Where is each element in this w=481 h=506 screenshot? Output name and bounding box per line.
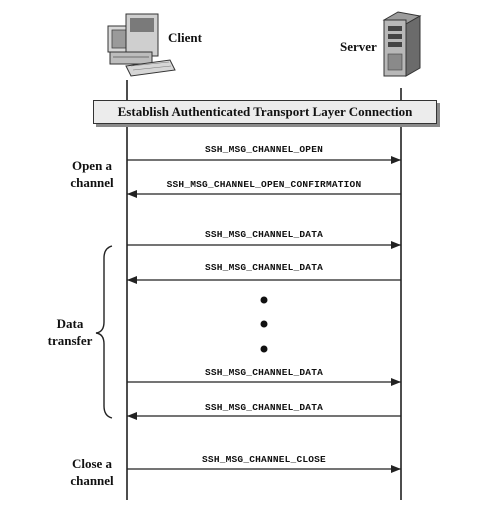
message-arrows [127,156,401,473]
arrowhead [391,156,401,164]
arrowhead [127,276,137,284]
server-tower-icon [382,11,422,77]
message-label: SSH_MSG_CHANNEL_DATA [204,262,324,273]
message-label: SSH_MSG_CHANNEL_CLOSE [202,454,326,465]
phase-data-transfer: Data transfer [47,316,93,348]
phase-open-channel: Open a channel [70,158,114,190]
arrowhead [391,378,401,386]
arrowhead [127,412,137,420]
arrowhead [391,241,401,249]
message-label: SSH_MSG_CHANNEL_DATA [204,229,324,240]
data-transfer-brace [95,245,113,419]
continuation-dot [260,296,268,304]
desktop-computer-icon [107,13,176,77]
arrowhead [391,465,401,473]
message-label: SSH_MSG_CHANNEL_OPEN_CONFIRMATION [166,179,362,190]
phase-close-channel: Close a channel [70,456,114,488]
client-label: Client [168,30,202,45]
message-label: SSH_MSG_CHANNEL_DATA [204,402,324,413]
message-label: SSH_MSG_CHANNEL_OPEN [204,144,324,155]
server-label: Server [340,39,377,54]
continuation-dot [260,345,268,353]
continuation-dot [260,320,268,328]
message-label: SSH_MSG_CHANNEL_DATA [204,367,324,378]
connection-banner: Establish Authenticated Transport Layer … [93,100,437,124]
arrowhead [127,190,137,198]
